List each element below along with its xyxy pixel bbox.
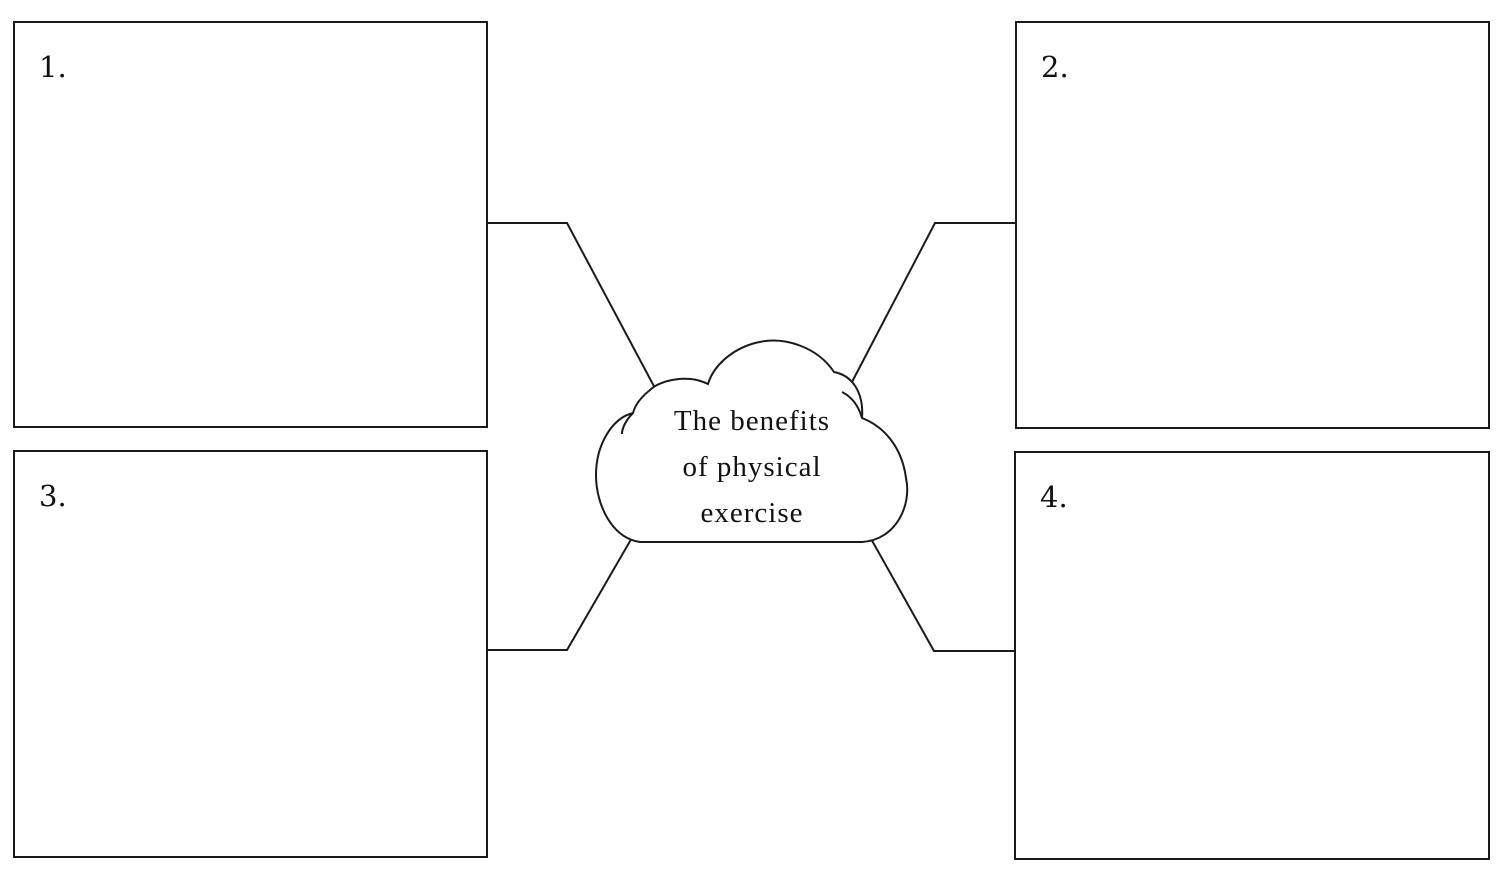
central-topic: The benefits of physical exercise <box>596 398 908 536</box>
answer-box-4[interactable]: 4. <box>1014 451 1490 860</box>
cloud-shape <box>594 339 909 543</box>
cloud-crease-left <box>621 412 634 435</box>
box-number-label: 3. <box>39 479 67 513</box>
answer-box-2[interactable]: 2. <box>1015 21 1490 429</box>
box-number-label: 2. <box>1041 50 1069 84</box>
central-topic-line-3: exercise <box>700 497 804 529</box>
box-number-label: 1. <box>39 50 67 84</box>
connector-box-2 <box>851 222 1015 383</box>
central-topic-line-2: of physical <box>682 451 822 483</box>
connector-box-4 <box>869 536 1014 652</box>
box-number-label: 4. <box>1040 480 1068 514</box>
connector-box-3 <box>488 535 634 651</box>
central-topic-line-1: The benefits <box>673 405 831 437</box>
cloud-crease-right <box>841 391 863 419</box>
answer-box-3[interactable]: 3. <box>13 450 488 858</box>
connector-box-1 <box>488 222 657 391</box>
answer-box-1[interactable]: 1. <box>13 21 488 428</box>
